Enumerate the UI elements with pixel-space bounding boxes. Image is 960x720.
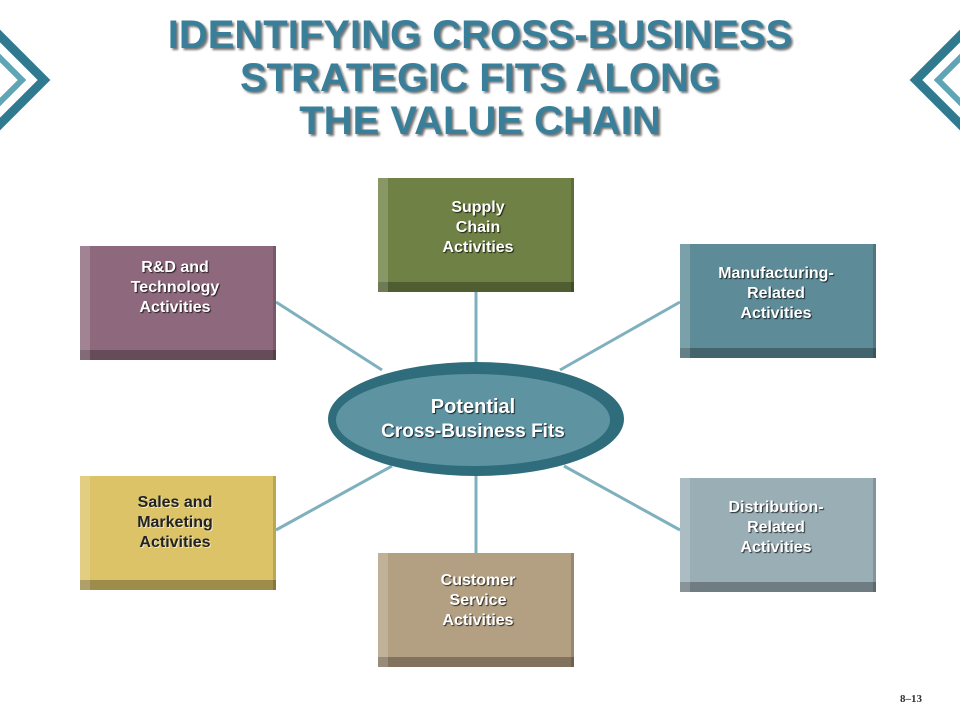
title-line-3: THE VALUE CHAIN bbox=[299, 99, 661, 143]
supply-chain-box: Supply Chain Activities bbox=[378, 178, 574, 292]
potential-fits-hub: Potential Cross-Business Fits bbox=[336, 374, 610, 466]
chevron-left-icon bbox=[0, 29, 51, 131]
sales-marketing-label: Sales and Marketing Activities bbox=[137, 494, 213, 551]
slide-number: 8–13 bbox=[900, 693, 922, 705]
distribution-box: Distribution- Related Activities bbox=[680, 478, 876, 592]
connector-manufacturing bbox=[559, 300, 681, 372]
manufacturing-label: Manufacturing- Related Activities bbox=[718, 265, 834, 322]
title-line-2: STRATEGIC FITS ALONG bbox=[240, 56, 720, 100]
rd-technology-box: R&D and Technology Activities bbox=[80, 246, 276, 360]
title-line-1: IDENTIFYING CROSS-BUSINESS bbox=[167, 13, 793, 57]
customer-service-label: Customer Service Activities bbox=[440, 572, 516, 629]
supply-chain-label: Supply Chain Activities bbox=[442, 199, 514, 256]
page-title: IDENTIFYING CROSS-BUSINESS STRATEGIC FIT… bbox=[120, 14, 840, 143]
manufacturing-box: Manufacturing- Related Activities bbox=[680, 244, 876, 358]
customer-service-box: Customer Service Activities bbox=[378, 553, 574, 667]
hub-line-2: Cross-Business Fits bbox=[381, 421, 565, 442]
sales-marketing-box: Sales and Marketing Activities bbox=[80, 476, 276, 590]
distribution-label: Distribution- Related Activities bbox=[728, 499, 824, 556]
connector-rd bbox=[275, 300, 383, 372]
rd-technology-label: R&D and Technology Activities bbox=[130, 259, 220, 316]
connector-distribution bbox=[563, 464, 681, 532]
hub-line-1: Potential bbox=[430, 396, 516, 418]
connector-sales bbox=[275, 464, 393, 532]
chevron-right-icon bbox=[909, 29, 960, 131]
